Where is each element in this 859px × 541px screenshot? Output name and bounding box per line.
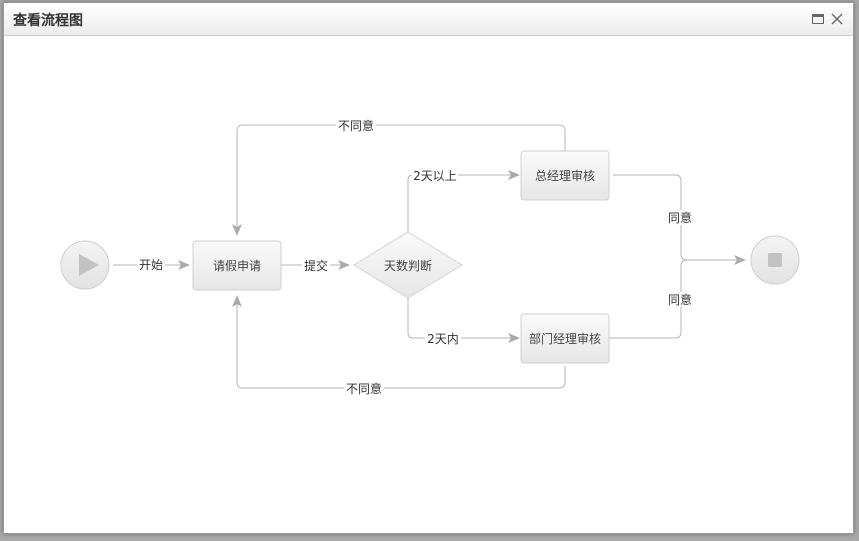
edge-label-submit: 提交 <box>304 258 328 273</box>
end-event[interactable] <box>750 235 800 285</box>
close-icon[interactable] <box>830 12 844 26</box>
task-apply[interactable]: 请假申请 <box>192 240 282 291</box>
play-icon <box>79 254 99 276</box>
task-dept-label: 部门经理审核 <box>529 331 601 346</box>
edge-dept-reject <box>232 295 566 389</box>
task-gm-label: 总经理审核 <box>535 168 595 183</box>
edge-label-dept-reject: 不同意 <box>346 381 382 396</box>
dialog-titlebar: 查看流程图 <box>4 3 853 36</box>
edge-label-gm-reject: 不同意 <box>338 118 374 133</box>
gateway-label: 天数判断 <box>384 258 432 273</box>
edge-label-dept-approve: 同意 <box>668 292 692 307</box>
task-dept-review[interactable]: 部门经理审核 <box>520 313 610 364</box>
edge-label-start: 开始 <box>139 258 163 272</box>
flowchart-dialog: 查看流程图 <box>3 2 854 534</box>
flowchart-canvas: 请假申请 天数判断 总经理审核 部门经理审核 开始 <box>4 36 853 533</box>
edge-label-within-2days: 2天内 <box>427 332 459 346</box>
flowchart-svg: 请假申请 天数判断 总经理审核 部门经理审核 开始 <box>60 118 800 396</box>
edge-decision-to-dept <box>407 298 520 343</box>
edge-label-over-2days: 2天以上 <box>413 169 457 183</box>
edge-decision-to-gm <box>407 170 520 232</box>
dialog-title: 查看流程图 <box>13 13 83 29</box>
edge-gm-reject <box>232 124 566 236</box>
edge-label-gm-approve: 同意 <box>668 210 692 225</box>
stop-icon <box>768 253 782 267</box>
task-apply-label: 请假申请 <box>213 259 261 273</box>
start-event[interactable] <box>60 240 110 290</box>
task-gm-review[interactable]: 总经理审核 <box>520 150 610 201</box>
maximize-icon[interactable] <box>811 12 825 26</box>
gateway-day-check[interactable]: 天数判断 <box>353 231 463 299</box>
